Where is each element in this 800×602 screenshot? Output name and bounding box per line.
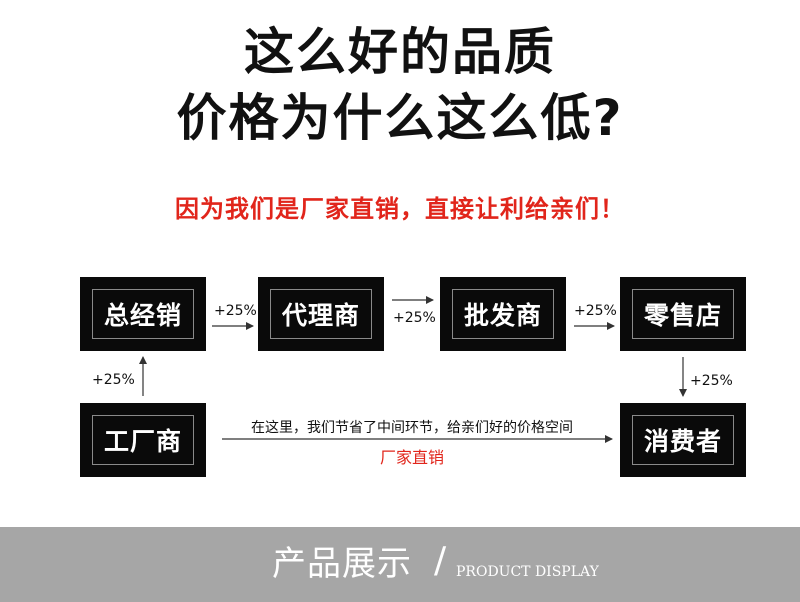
footer-band — [0, 527, 800, 602]
node-frame: 总经销 — [92, 289, 194, 339]
node-factory: 工厂商 — [80, 403, 206, 477]
subtitle: 因为我们是厂家直销，直接让利给亲们！ — [175, 195, 625, 223]
node-general-distributor: 总经销 — [80, 277, 206, 351]
node-wholesaler: 批发商 — [440, 277, 566, 351]
markup-agent-to-wholesaler: +25% — [393, 310, 436, 326]
node-label: 代理商 — [281, 301, 360, 330]
node-label: 消费者 — [643, 427, 722, 456]
markup-factory-to-general: +25% — [92, 372, 135, 388]
footer-title-en: PRODUCT DISPLAY — [456, 564, 599, 580]
markup-general-to-agent: +25% — [214, 303, 257, 319]
node-frame: 批发商 — [452, 289, 554, 339]
node-frame: 零售店 — [632, 289, 734, 339]
node-label: 工厂商 — [103, 427, 182, 456]
headline-line-1: 这么好的品质 — [244, 23, 556, 81]
node-frame: 代理商 — [270, 289, 372, 339]
markup-wholesaler-to-retail: +25% — [574, 303, 617, 319]
node-retail-store: 零售店 — [620, 277, 746, 351]
node-consumer: 消费者 — [620, 403, 746, 477]
direct-sale-label: 厂家直销 — [379, 448, 444, 467]
node-agent: 代理商 — [258, 277, 384, 351]
node-label: 零售店 — [643, 301, 722, 330]
markup-retail-to-consumer: +25% — [690, 373, 733, 389]
node-label: 批发商 — [463, 301, 542, 330]
footer-title-cn: 产品展示 — [272, 544, 412, 584]
node-label: 总经销 — [103, 301, 182, 330]
node-frame: 工厂商 — [92, 415, 194, 465]
direct-sale-note: 在这里，我们节省了中间环节，给亲们好的价格空间 — [251, 420, 573, 436]
footer-slash: / — [434, 540, 447, 581]
headline-line-2: 价格为什么这么低? — [176, 89, 624, 147]
node-frame: 消费者 — [632, 415, 734, 465]
